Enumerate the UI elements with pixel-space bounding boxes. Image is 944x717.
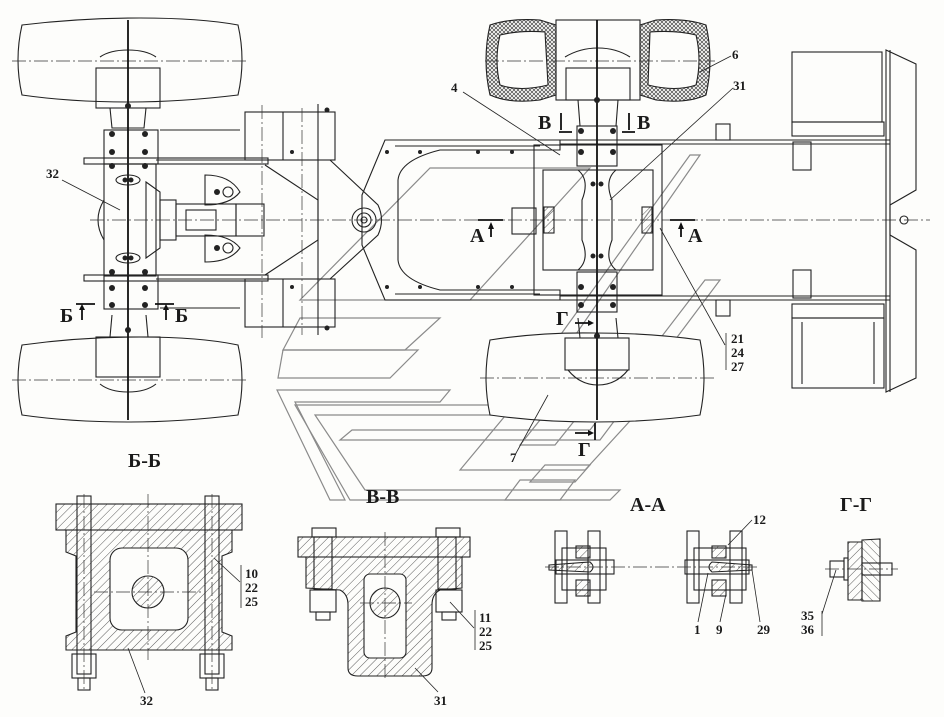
callout-32-bb: 32 xyxy=(140,693,153,708)
section-marker-b-right: Б xyxy=(175,305,188,327)
svg-text:11: 11 xyxy=(479,610,491,625)
svg-text:21: 21 xyxy=(731,331,744,346)
section-marker-b-left: Б xyxy=(60,305,73,327)
section-marker-g-top: Г xyxy=(556,308,569,330)
tire-rear-right xyxy=(17,336,243,423)
svg-text:35: 35 xyxy=(801,608,815,623)
callout-6: 6 xyxy=(732,47,739,62)
section-marker-a-left: А xyxy=(470,225,485,247)
front-axle-assembly xyxy=(480,19,715,423)
svg-text:22: 22 xyxy=(245,580,258,595)
callout-7: 7 xyxy=(510,450,517,465)
section-title-aa: А-А xyxy=(630,494,666,516)
callout-4: 4 xyxy=(451,80,458,95)
section-title-gg: Г-Г xyxy=(840,494,872,516)
rear-axle-assembly xyxy=(12,17,269,423)
frame xyxy=(90,104,930,338)
section-marker-g-bottom: Г xyxy=(578,439,591,461)
section-marker-v-left: В xyxy=(538,112,551,134)
section-marker-v-right: В xyxy=(637,112,650,134)
front-bumper-assembly xyxy=(715,49,917,393)
callout-29: 29 xyxy=(757,622,771,637)
callout-stack-11-22-25: 11 22 25 xyxy=(449,601,493,653)
svg-text:36: 36 xyxy=(801,622,815,637)
section-marker-a-right: А xyxy=(688,225,703,247)
callout-stack-21-24-27: 21 24 27 xyxy=(659,227,745,374)
section-gg: Г-Г 35 36 xyxy=(801,494,898,637)
callout-stack-10-22-25: 10 22 25 xyxy=(213,557,259,609)
section-aa: А-А 12 1 9 29 xyxy=(545,494,771,637)
section-title-vv: В-В xyxy=(366,486,399,508)
callout-31-vv: 31 xyxy=(434,693,447,708)
section-vv: В-В 31 11 22 25 xyxy=(297,486,493,708)
callout-1: 1 xyxy=(694,622,701,637)
svg-text:10: 10 xyxy=(245,566,258,581)
tire-rear-left xyxy=(17,17,243,103)
callout-12: 12 xyxy=(753,512,766,527)
section-title-bb: Б-Б xyxy=(128,450,161,472)
callout-31: 31 xyxy=(733,78,746,93)
svg-text:22: 22 xyxy=(479,624,492,639)
watermark-logo xyxy=(276,154,722,501)
callout-9: 9 xyxy=(716,622,723,637)
callout-stack-35-36: 35 36 xyxy=(801,569,837,637)
section-bb: Б-Б 32 10 22 25 xyxy=(55,450,259,708)
tire-front-bottom xyxy=(485,332,705,423)
svg-text:24: 24 xyxy=(731,345,745,360)
svg-text:27: 27 xyxy=(731,359,745,374)
svg-text:25: 25 xyxy=(479,638,493,653)
callout-32: 32 xyxy=(46,166,59,181)
svg-text:25: 25 xyxy=(245,594,259,609)
plan-view-annotations: 32 4 6 31 21 24 27 7 Б Б В В А А Г xyxy=(46,47,746,465)
